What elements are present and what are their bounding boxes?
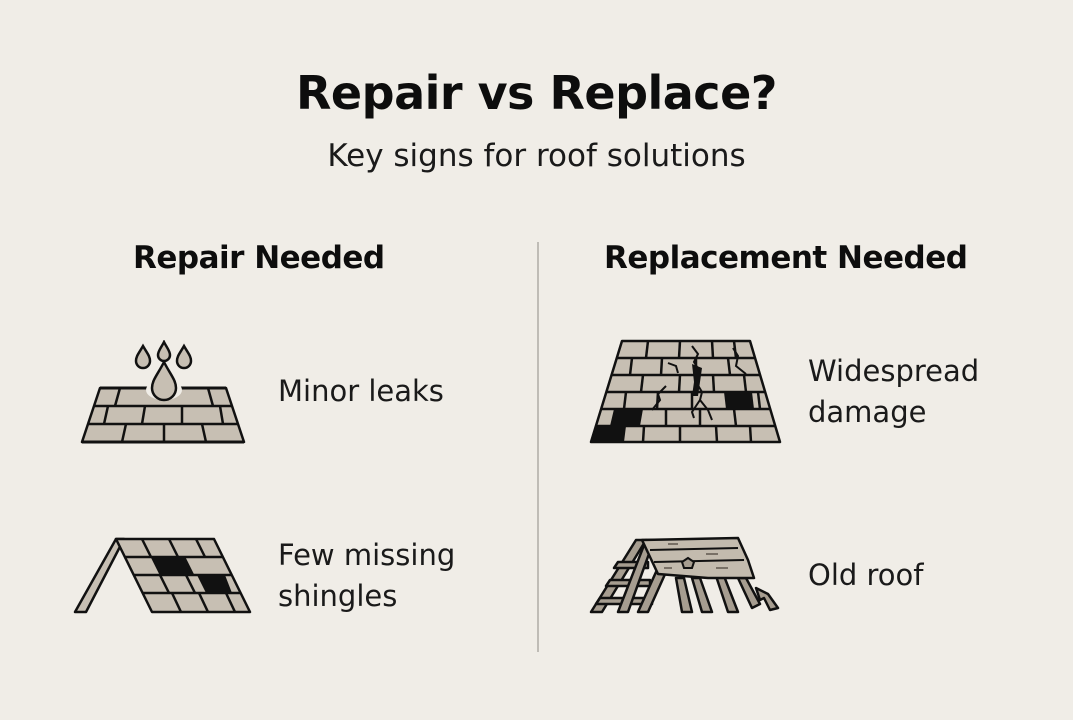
widespread-damage-label: Widespread damage <box>808 351 979 433</box>
label-line: shingles <box>278 579 398 613</box>
missing-shingles-icon <box>73 537 252 614</box>
label-line: Widespread <box>808 354 980 388</box>
old-roof-icon <box>589 536 780 614</box>
leaking-roof-icon <box>80 340 246 444</box>
column-divider <box>537 242 539 652</box>
replacement-column-heading: Replacement Needed <box>604 240 968 276</box>
cracked-roof-icon <box>589 339 782 444</box>
page-title: Repair vs Replace? <box>296 66 777 120</box>
label-line: damage <box>808 395 927 429</box>
old-roof-label: Old roof <box>808 558 924 592</box>
page-subtitle: Key signs for roof solutions <box>327 138 746 174</box>
few-missing-shingles-label: Few missing shingles <box>278 535 455 617</box>
label-line: Few missing <box>278 538 456 572</box>
minor-leaks-label: Minor leaks <box>278 374 444 408</box>
repair-column-heading: Repair Needed <box>133 240 385 276</box>
